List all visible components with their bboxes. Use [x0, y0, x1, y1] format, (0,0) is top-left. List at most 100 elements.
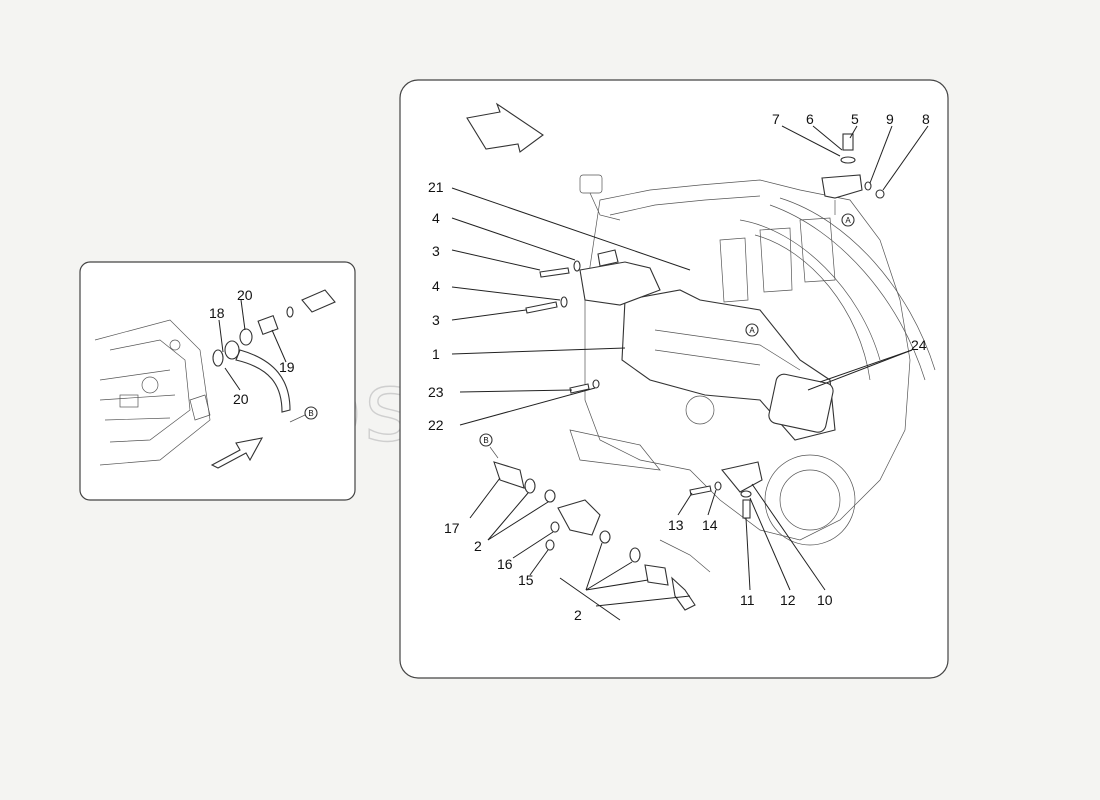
washer-6	[840, 156, 856, 164]
union-block	[557, 499, 601, 536]
ref-a-mid-circle	[745, 323, 759, 337]
callout-8: 8	[922, 111, 930, 127]
callout-15: 15	[518, 572, 534, 588]
leader-3b	[451, 309, 527, 321]
inset-washer-20a	[224, 340, 240, 360]
washer-9	[864, 181, 872, 191]
ref-a-mid: A	[749, 326, 755, 335]
callout-4-lower: 4	[432, 278, 440, 294]
bushing-21	[597, 249, 619, 267]
bracket-7	[821, 174, 863, 199]
leader-4a	[451, 217, 576, 261]
leader-17	[469, 477, 501, 519]
callout-21: 21	[428, 179, 444, 195]
inset-sensor	[301, 289, 336, 313]
washer-22	[592, 379, 600, 389]
callout-2-left: 2	[474, 538, 482, 554]
callout-10: 10	[817, 592, 833, 608]
leader-8	[882, 125, 929, 191]
washer-4-lower	[560, 296, 568, 308]
callout-14: 14	[702, 517, 718, 533]
leader-23	[459, 389, 573, 393]
washer-2b	[544, 489, 556, 503]
inset-washer-20b	[239, 328, 253, 346]
callouts: 20 18 19 20 7 6 5 9 8 21 4 3 4 3 1 23 22…	[209, 111, 930, 623]
leader-13	[677, 492, 693, 516]
ref-a-top: A	[845, 216, 851, 225]
leader-24a	[807, 349, 913, 391]
leader-12	[749, 497, 791, 591]
inset-fitting-19	[257, 314, 279, 336]
leader-22	[459, 387, 596, 426]
inset-direction-arrow	[210, 437, 264, 469]
leader-10	[751, 483, 826, 591]
bolt-13	[689, 485, 712, 496]
callout-5: 5	[851, 111, 859, 127]
bolt-5	[842, 133, 854, 151]
callout-12: 12	[780, 592, 796, 608]
nut-16	[550, 521, 560, 533]
callout-17: 17	[444, 520, 460, 536]
leader-3a	[451, 249, 541, 271]
washer-4-upper	[573, 260, 581, 272]
leader-2c	[585, 542, 603, 591]
callout-18: 18	[209, 305, 225, 321]
washer-2a	[524, 478, 536, 494]
fitting-17	[493, 461, 525, 489]
inset-hose	[235, 349, 291, 413]
leader-15	[529, 549, 549, 576]
callout-19: 19	[279, 359, 295, 375]
callout-7: 7	[772, 111, 780, 127]
inset-ref-b: B	[308, 409, 313, 418]
pipe-line	[659, 539, 711, 573]
main-direction-arrow	[466, 102, 544, 153]
callout-23: 23	[428, 384, 444, 400]
washer-14	[714, 481, 722, 491]
bolt-11	[742, 499, 751, 519]
leader-11	[745, 517, 751, 591]
leader-21	[451, 187, 691, 271]
callout-13: 13	[668, 517, 684, 533]
leader-4b	[451, 286, 561, 301]
leader-16	[512, 531, 554, 559]
callout-11: 11	[740, 592, 755, 608]
leader-1	[451, 347, 626, 355]
leader-2b	[487, 501, 549, 541]
actuator-motor	[768, 373, 834, 433]
leader-24b	[819, 349, 913, 383]
main-panel: A A B	[399, 79, 949, 679]
inset-engine-sketch	[94, 319, 211, 466]
callout-9: 9	[886, 111, 894, 127]
callout-20-top: 20	[237, 287, 253, 303]
callout-1: 1	[432, 346, 440, 362]
leader-2a	[487, 492, 529, 541]
inset-oring	[286, 306, 294, 318]
callout-20-bottom: 20	[233, 391, 249, 407]
leader-2e	[585, 579, 649, 591]
leader-5	[849, 125, 858, 139]
callout-22: 22	[428, 417, 444, 433]
support-bracket	[579, 261, 661, 306]
leader-7	[781, 125, 841, 157]
ref-a-top-circle	[841, 213, 855, 227]
group-2-bracket-line	[559, 577, 621, 621]
bolt-23	[569, 383, 590, 394]
leader-6	[812, 125, 843, 151]
inset-ref-b-circle	[304, 406, 318, 420]
leader-14	[707, 489, 717, 516]
ref-b-main: B	[483, 436, 488, 445]
leader-9	[869, 125, 893, 184]
bolt-3-lower	[525, 301, 558, 314]
callout-6: 6	[806, 111, 814, 127]
ref-b-main-circle	[479, 433, 493, 447]
inset-washer-18	[212, 349, 224, 367]
inset-panel: B	[79, 261, 356, 501]
washer-12	[740, 490, 752, 498]
callout-3-upper: 3	[432, 243, 440, 259]
pipe-end	[671, 576, 696, 611]
nut-8	[875, 189, 885, 199]
callout-4-upper: 4	[432, 210, 440, 226]
bolt-3-upper	[539, 267, 570, 278]
callout-2-bottom: 2	[574, 607, 582, 623]
